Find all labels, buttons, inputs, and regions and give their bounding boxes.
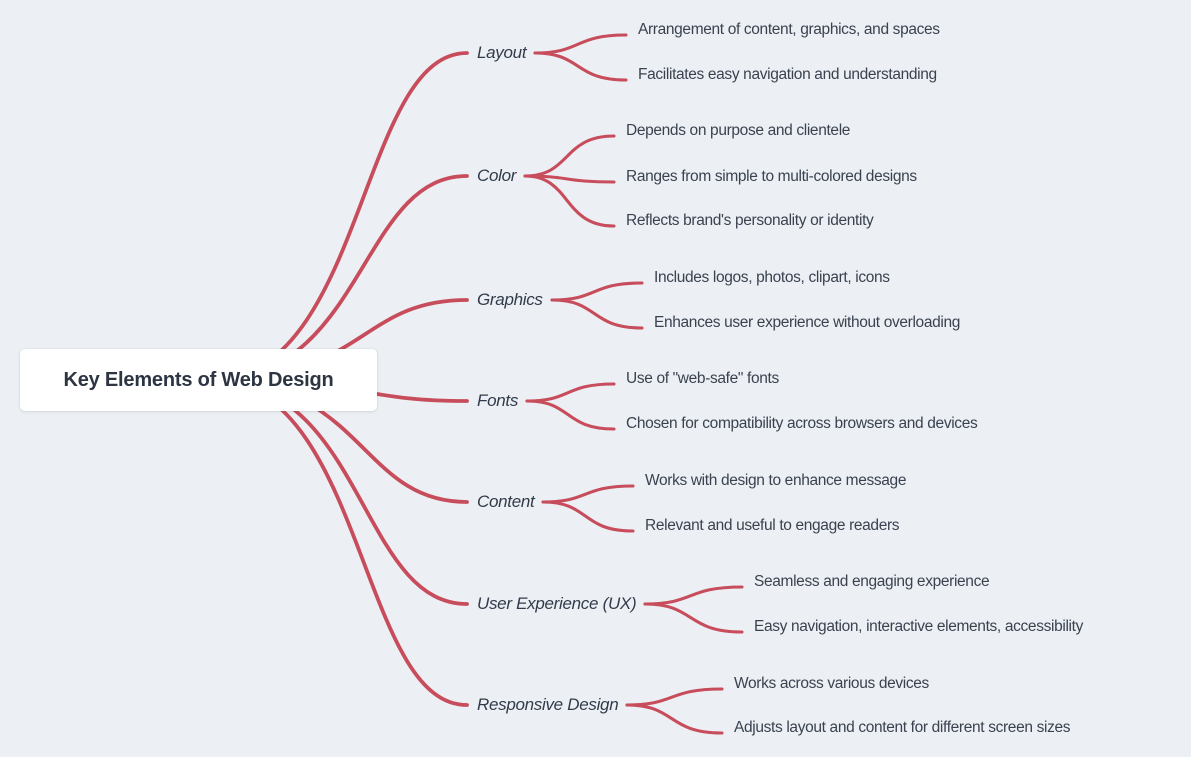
branch-label-content: Content <box>477 492 535 511</box>
branch-label-responsive-design: Responsive Design <box>477 695 619 714</box>
leaf-text: Depends on purpose and clientele <box>626 122 851 139</box>
leaf-text: Use of "web-safe" fonts <box>626 370 779 387</box>
leaf-text: Easy navigation, interactive elements, a… <box>754 618 1083 635</box>
leaf-text: Facilitates easy navigation and understa… <box>638 66 937 83</box>
branch-label-fonts: Fonts <box>477 391 519 410</box>
leaf-text: Ranges from simple to multi-colored desi… <box>626 168 917 185</box>
branch-label-layout: Layout <box>477 43 527 62</box>
leaf-text: Adjusts layout and content for different… <box>734 719 1071 736</box>
leaf-text: Reflects brand's personality or identity <box>626 212 874 229</box>
branch-label-color: Color <box>477 166 517 185</box>
leaf-text: Relevant and useful to engage readers <box>645 517 900 534</box>
root-node: Key Elements of Web Design <box>20 349 377 411</box>
leaf-text: Enhances user experience without overloa… <box>654 314 960 331</box>
leaf-text: Works with design to enhance message <box>645 472 907 489</box>
leaf-text: Works across various devices <box>734 675 929 692</box>
branch-label-user-experience-ux: User Experience (UX) <box>477 594 637 613</box>
leaf-text: Includes logos, photos, clipart, icons <box>654 269 890 286</box>
leaf-text: Chosen for compatibility across browsers… <box>626 415 978 432</box>
leaf-text: Arrangement of content, graphics, and sp… <box>638 21 940 38</box>
leaf-text: Seamless and engaging experience <box>754 573 990 590</box>
branch-label-graphics: Graphics <box>477 290 543 309</box>
